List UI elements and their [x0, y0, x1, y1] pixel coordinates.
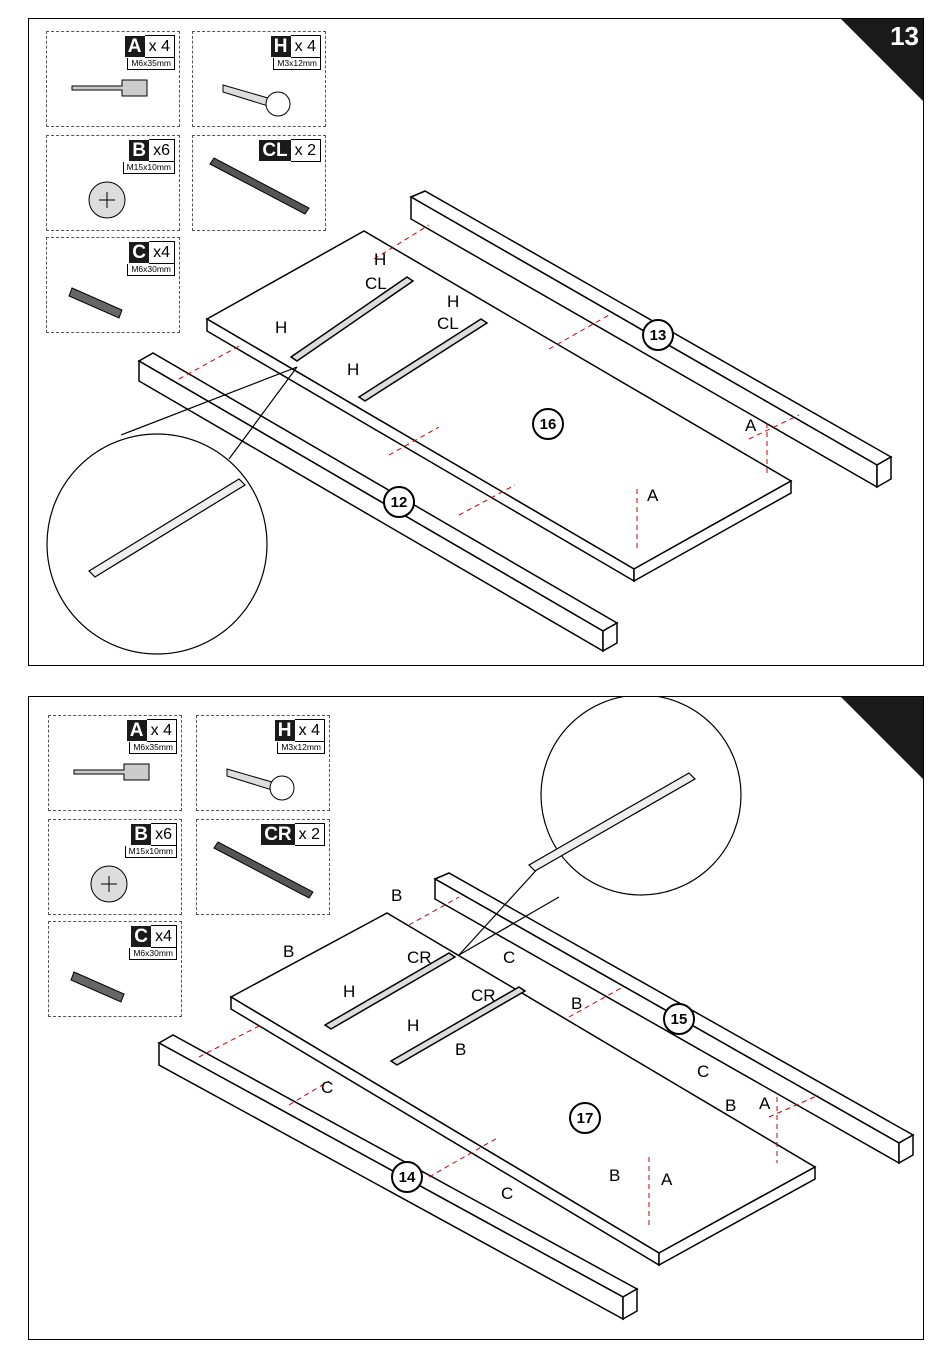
hardware-letter: C: [131, 926, 151, 947]
hardware-letter: H: [271, 36, 291, 57]
wood-dowel-icon: [67, 278, 137, 328]
part-number-14: 14: [392, 1162, 422, 1192]
hardware-qty: x 2: [295, 823, 325, 846]
callout-c: C: [503, 948, 515, 967]
drawer-slide-left-icon: [205, 156, 315, 226]
part-number-16: 16: [533, 409, 563, 439]
hardware-size: M6x30mm: [127, 264, 175, 276]
hardware-size: M6x30mm: [129, 948, 177, 960]
callout-b: B: [725, 1096, 736, 1115]
hardware-letter: B: [131, 824, 151, 845]
svg-text:14: 14: [399, 1169, 416, 1186]
hardware-letter: CR: [261, 824, 294, 845]
assembly-step-panel-2: 17 14 15 B B CR C CR B H H B C C B A C B…: [28, 696, 924, 1340]
svg-text:17: 17: [577, 1110, 594, 1127]
hardware-size: M3x12mm: [277, 742, 325, 754]
hardware-qty: x 2: [291, 139, 321, 162]
hardware-size: M6x35mm: [129, 742, 177, 754]
svg-text:13: 13: [650, 327, 667, 344]
drawer-slide-right-icon: [209, 840, 319, 910]
hardware-qty: x 4: [145, 35, 175, 58]
part-number-17: 17: [570, 1103, 600, 1133]
part-number-12: 12: [384, 487, 414, 517]
part-number-13: 13: [643, 320, 673, 350]
cam-bolt-icon: [67, 68, 157, 108]
hardware-qty: x 4: [295, 719, 325, 742]
wood-screw-icon: [218, 70, 308, 120]
cam-lock-icon: [79, 858, 139, 908]
callout-h: H: [447, 292, 459, 311]
hardware-size: M15x10mm: [125, 846, 177, 858]
callout-cl: CL: [437, 314, 459, 333]
hardware-letter: A: [125, 36, 145, 57]
callout-c: C: [697, 1062, 709, 1081]
callout-cr: CR: [407, 948, 432, 967]
step-corner-badge: [841, 697, 923, 779]
callout-b: B: [455, 1040, 466, 1059]
callout-b: B: [283, 942, 294, 961]
svg-text:12: 12: [391, 494, 408, 511]
board-16: [207, 231, 791, 581]
callout-cr: CR: [471, 986, 496, 1005]
hardware-qty: x4: [151, 925, 177, 948]
callout-a: A: [759, 1094, 771, 1113]
hardware-letter: CL: [259, 140, 290, 161]
detail-magnifier: [47, 367, 297, 654]
callout-a: A: [745, 416, 757, 435]
callout-b: B: [391, 886, 402, 905]
callout-b: B: [609, 1166, 620, 1185]
hardware-letter: H: [275, 720, 295, 741]
callout-h: H: [275, 318, 287, 337]
callout-c: C: [501, 1184, 513, 1203]
hardware-qty: x4: [149, 241, 175, 264]
hardware-size: M6x35mm: [127, 58, 175, 70]
svg-text:15: 15: [671, 1011, 688, 1028]
callout-h: H: [347, 360, 359, 379]
hardware-letter: A: [127, 720, 147, 741]
callout-c: C: [321, 1078, 333, 1097]
cam-bolt-icon: [69, 752, 159, 792]
callout-h: H: [343, 982, 355, 1001]
callout-a: A: [661, 1170, 673, 1189]
hardware-letter: B: [129, 140, 149, 161]
step-number: 13: [890, 21, 919, 52]
callout-cl: CL: [365, 274, 387, 293]
part-number-15: 15: [664, 1004, 694, 1034]
hardware-qty: x 4: [147, 719, 177, 742]
wood-dowel-icon: [69, 962, 139, 1012]
hardware-qty: x 4: [291, 35, 321, 58]
hardware-size: M3x12mm: [273, 58, 321, 70]
callout-h: H: [374, 250, 386, 269]
callout-h: H: [407, 1016, 419, 1035]
cam-lock-icon: [77, 174, 137, 224]
callout-a: A: [647, 486, 659, 505]
hardware-size: M15x10mm: [123, 162, 175, 174]
svg-text:16: 16: [540, 416, 557, 433]
board-17: [231, 913, 815, 1265]
hardware-qty: x6: [151, 823, 177, 846]
hardware-letter: C: [129, 242, 149, 263]
hardware-qty: x6: [149, 139, 175, 162]
wood-screw-icon: [222, 754, 312, 804]
callout-b: B: [571, 994, 582, 1013]
